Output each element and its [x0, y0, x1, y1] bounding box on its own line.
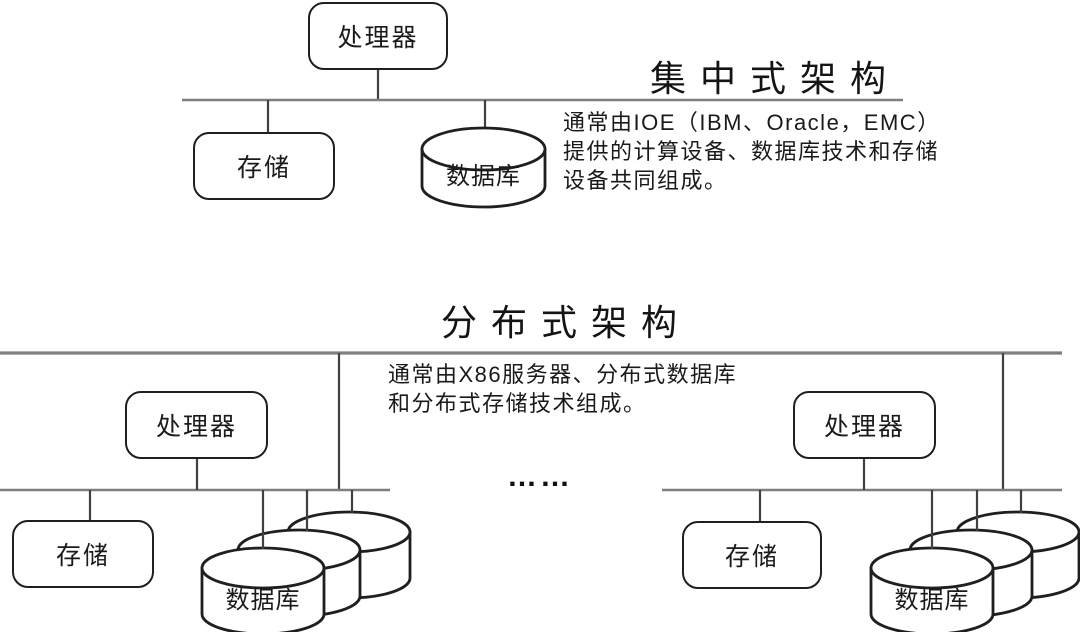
centralized-description-line: 通常由IOE（IBM、Oracle，EMC） [563, 110, 941, 135]
centralized-database-label: 数据库 [446, 162, 521, 190]
centralized-title: 集中式架构 [649, 58, 900, 99]
left-database-label: 数据库 [225, 586, 301, 614]
left-processor-node: 处理器 [125, 391, 268, 459]
right-database-cylinder-front [869, 546, 995, 632]
centralized-database-cylinder [420, 126, 547, 209]
clusters-ellipsis: …… [507, 460, 573, 493]
distributed-description: 通常由X86服务器、分布式数据库 和分布式存储技术组成。 [388, 360, 738, 418]
distributed-description-line: 和分布式存储技术组成。 [388, 391, 647, 416]
right-storage-node: 存储 [682, 521, 822, 589]
left-storage-node: 存储 [12, 520, 154, 588]
right-database-label: 数据库 [894, 586, 970, 614]
centralized-processor-label: 处理器 [337, 24, 419, 52]
centralized-description-line: 提供的计算设备、数据库技术和存储 [563, 139, 940, 164]
centralized-description: 通常由IOE（IBM、Oracle，EMC） 提供的计算设备、数据库技术和存储 … [563, 108, 941, 195]
right-processor-node: 处理器 [793, 391, 936, 459]
right-processor-label: 处理器 [823, 413, 905, 441]
right-storage-label: 存储 [724, 543, 779, 571]
centralized-storage-label: 存储 [236, 154, 291, 182]
left-storage-label: 存储 [55, 542, 110, 570]
centralized-storage-node: 存储 [193, 132, 335, 200]
left-processor-label: 处理器 [155, 413, 237, 441]
distributed-title: 分布式架构 [440, 302, 691, 343]
centralized-description-line: 设备共同组成。 [563, 168, 728, 193]
centralized-processor-node: 处理器 [308, 2, 448, 70]
left-database-cylinder-front [200, 546, 326, 632]
cylinder-top [420, 126, 547, 172]
distributed-description-line: 通常由X86服务器、分布式数据库 [388, 362, 738, 387]
